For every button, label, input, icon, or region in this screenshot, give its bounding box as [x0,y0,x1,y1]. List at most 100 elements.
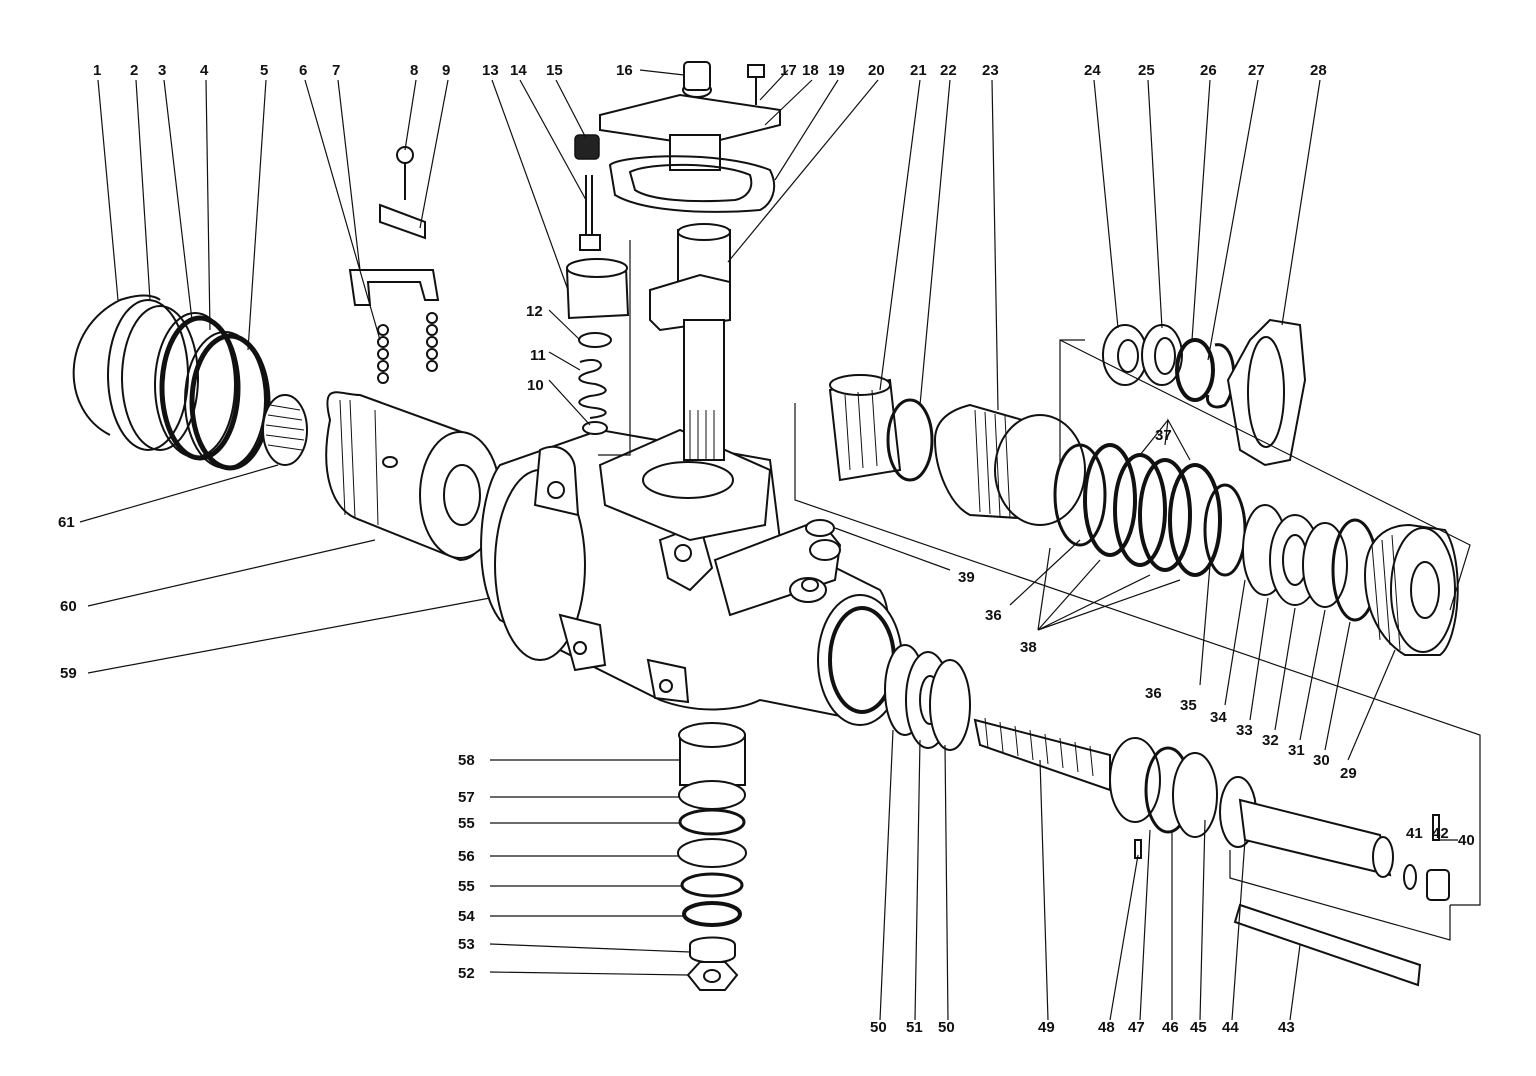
lock-nut [1226,318,1307,467]
torsion-bar [1233,903,1422,987]
callout-44: 44 [1222,1019,1239,1036]
needle-bearing [1102,324,1148,386]
lock-washer [689,936,736,964]
valve-block [713,518,842,617]
sector-shaft-lower [683,319,725,461]
callout-20: 20 [868,62,885,79]
housing-ear-top [533,445,580,517]
callout-59: 59 [60,665,77,682]
left-end-cover-assembly [72,294,271,471]
callout-27: 27 [1248,62,1265,79]
adjuster-nut [683,61,711,91]
callout-45: 45 [1190,1019,1207,1036]
group-box-valve [794,403,1481,906]
callout-55-upper: 55 [458,815,475,832]
callout-21: 21 [910,62,927,79]
callout-25: 25 [1138,62,1155,79]
callout-19: 19 [828,62,845,79]
callout-61: 61 [58,514,75,531]
guide-clip [348,269,440,306]
callout-23: 23 [982,62,999,79]
gasket [608,155,776,213]
callout-53: 53 [458,936,475,953]
group-box-shaft [1229,850,1451,941]
input-shaft [1238,798,1392,877]
part-drawings [72,61,1459,991]
callout-24: 24 [1084,62,1101,79]
seal-middle [677,838,747,868]
callout-9: 9 [442,62,450,79]
callout-29: 29 [1340,765,1357,782]
bracket [379,203,426,240]
retaining-ring [1175,338,1215,402]
spring [578,359,607,419]
hex-nut [686,961,739,991]
cap [578,332,612,348]
worm-shaft-assembly [884,644,1450,987]
callout-60: 60 [60,598,77,615]
steering-gear-housing [480,428,903,726]
callout-26: 26 [1200,62,1217,79]
snap-ring [72,294,161,436]
callout-31: 31 [1288,742,1305,759]
piston-bore [443,464,481,526]
callout-3: 3 [158,62,166,79]
callout-7: 7 [332,62,340,79]
adjuster-plug-assembly [1363,523,1459,656]
leader-lines [79,69,1458,1021]
callout-51: 51 [906,1019,923,1036]
thrust-bearing-stack [1242,504,1379,622]
upper-bearing-set [1102,318,1307,467]
callout-52: 52 [458,965,475,982]
callout-35: 35 [1180,697,1197,714]
callout-36-lower: 36 [1145,685,1162,702]
callout-58: 58 [458,752,475,769]
callout-30: 30 [1313,752,1330,769]
callout-4: 4 [200,62,209,79]
callout-39: 39 [958,569,975,586]
callout-49: 49 [1038,1019,1055,1036]
callout-10: 10 [527,377,544,394]
callout-22: 22 [940,62,957,79]
plunger-assembly [565,134,630,435]
callout-14: 14 [510,62,527,79]
callout-56: 56 [458,848,475,865]
callout-32: 32 [1262,732,1279,749]
callout-48: 48 [1098,1019,1115,1036]
disc [582,421,608,435]
callout-12: 12 [526,303,543,320]
callout-labels: 1 2 3 4 5 6 7 8 9 10 11 12 13 14 15 16 1… [58,62,1475,1036]
lower-bearing-stack [677,722,747,991]
callout-8: 8 [410,62,418,79]
callout-38: 38 [1020,639,1037,656]
worm-screw [973,718,1111,792]
callout-46: 46 [1162,1019,1179,1036]
screw-head [579,234,601,251]
ball-return-guide [348,146,440,384]
callout-15: 15 [546,62,563,79]
callout-50-left: 50 [870,1019,887,1036]
o-ring-port [805,519,835,537]
callout-41: 41 [1406,825,1423,842]
piston-cylinder-assembly [262,391,501,562]
valve-sleeve-assembly [828,374,1086,526]
callout-18: 18 [802,62,819,79]
callout-1: 1 [93,62,101,79]
callout-55-lower: 55 [458,878,475,895]
callout-47: 47 [1128,1019,1145,1036]
callout-5: 5 [260,62,268,79]
callout-11: 11 [530,347,546,364]
roll-pin [1432,814,1440,841]
callout-42: 42 [1432,825,1449,842]
grouping-boxes [598,240,1481,941]
callout-57: 57 [458,789,475,806]
callout-34: 34 [1210,709,1227,726]
callout-6: 6 [299,62,307,79]
callout-33: 33 [1236,722,1253,739]
callout-54: 54 [458,908,475,925]
callout-28: 28 [1310,62,1327,79]
callout-37: 37 [1155,427,1172,444]
o-ring [886,398,934,482]
callout-50-right: 50 [938,1019,955,1036]
